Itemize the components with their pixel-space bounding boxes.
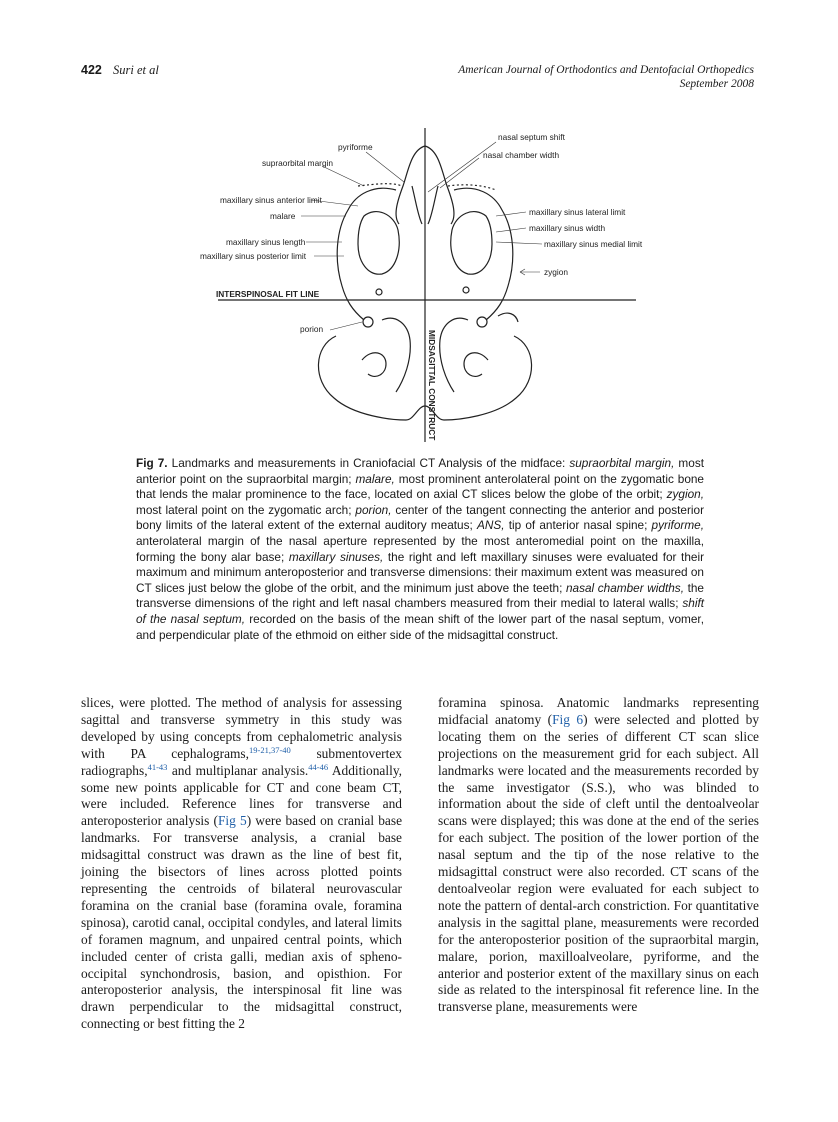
left-midface-contour (336, 187, 397, 321)
label-maxillary-sinus-medial-limit: maxillary sinus medial limit (544, 239, 643, 249)
running-authors: Suri et al (112, 63, 159, 77)
label-midsagittal-construct: MIDSAGITTAL CONSTRUCT (427, 330, 437, 440)
link-fig-6[interactable]: Fig 6 (552, 711, 584, 727)
left-temporal-contour (361, 352, 387, 377)
page-number: 422 (81, 63, 102, 77)
right-porion-mark (476, 316, 488, 328)
label-nasal-chamber-width: nasal chamber width (483, 150, 559, 160)
right-ear-curve (497, 312, 519, 323)
left-porion-mark (362, 316, 374, 328)
right-cranial-base-inner (439, 317, 469, 393)
label-pyriforme: pyriforme (338, 142, 373, 152)
right-maxillary-sinus (450, 211, 493, 275)
running-header-right: American Journal of Orthodontics and Den… (458, 63, 754, 91)
citation-44-46[interactable]: 44-46 (308, 761, 329, 772)
label-maxillary-sinus-posterior-limit: maxillary sinus posterior limit (200, 251, 307, 261)
nose-left-outline (395, 145, 426, 225)
label-supraorbital-margin: supraorbital margin (262, 158, 333, 168)
right-landmark-circle (462, 286, 470, 294)
nasal-chamber-right (427, 185, 439, 225)
nose-right-outline (424, 145, 455, 225)
label-porion: porion (300, 324, 323, 334)
label-maxillary-sinus-length: maxillary sinus length (226, 237, 306, 247)
journal-issue: September 2008 (679, 78, 754, 90)
left-supraorbital-dashed (357, 183, 403, 187)
label-interspinosal-fit-line: INTERSPINOSAL FIT LINE (216, 289, 320, 299)
citation-41-43[interactable]: 41-43 (147, 761, 168, 772)
label-maxillary-sinus-anterior-limit: maxillary sinus anterior limit (220, 195, 323, 205)
figure-7-diagram: pyriforme supraorbital margin maxillary … (196, 124, 646, 446)
left-maxillary-sinus (357, 211, 400, 275)
figure-caption: Fig 7. Landmarks and measurements in Cra… (136, 456, 705, 642)
label-malare: malare (270, 211, 296, 221)
left-landmark-circle (375, 288, 383, 296)
right-temporal-contour (463, 352, 489, 377)
label-maxillary-sinus-width: maxillary sinus width (529, 223, 605, 233)
right-supraorbital-dashed (447, 184, 497, 191)
cranial-base-outline (317, 335, 533, 421)
midface-ct-diagram: pyriforme supraorbital margin maxillary … (200, 128, 643, 442)
link-fig-5[interactable]: Fig 5 (217, 813, 247, 829)
running-header-left: 422 Suri et al (81, 63, 159, 78)
right-midface-contour (453, 187, 514, 321)
label-maxillary-sinus-lateral-limit: maxillary sinus lateral limit (529, 207, 626, 217)
label-zygion: zygion (544, 267, 568, 277)
caption-fig-label: Fig 7. (136, 456, 168, 470)
label-nasal-septum-shift: nasal septum shift (498, 132, 566, 142)
left-cranial-base-inner (381, 317, 411, 393)
journal-name: American Journal of Orthodontics and Den… (458, 64, 754, 76)
body-column-right: foramina spinosa. Anatomic landmarks rep… (438, 695, 760, 1015)
body-column-left: slices, were plotted. The method of anal… (81, 695, 403, 1032)
nasal-chamber-left (411, 185, 423, 225)
citation-19-40[interactable]: 19-21,37-40 (249, 744, 291, 755)
